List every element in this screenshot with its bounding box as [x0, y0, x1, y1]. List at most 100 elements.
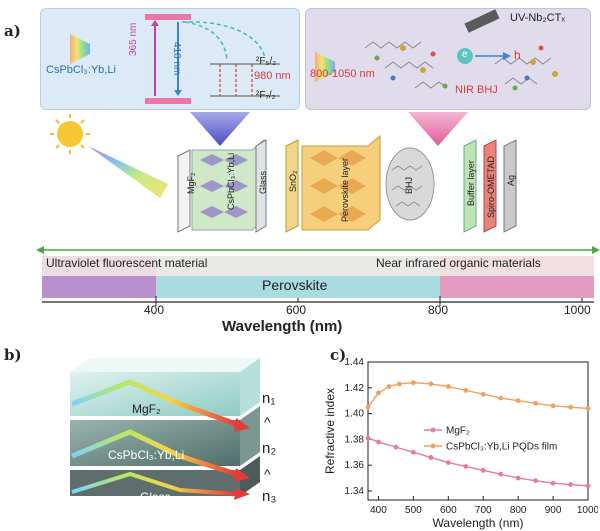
device-stack [50, 114, 517, 233]
sun-icon [50, 114, 90, 154]
plot-frame [367, 361, 589, 501]
legend-label: MgF₂ [446, 426, 470, 437]
bhj-inset [305, 8, 591, 110]
band-tick-600: 600 [286, 303, 307, 317]
comparator-1: ^ [264, 414, 271, 430]
layer-label-glass: Glass [258, 170, 268, 194]
index-n3: n₃ [262, 488, 277, 505]
nir-wedge [315, 52, 335, 82]
data-point [515, 398, 521, 404]
x-tick-label: 1000 [577, 505, 598, 516]
data-point [463, 387, 469, 393]
band-tick-800: 800 [428, 303, 449, 317]
layer-label-spiro: Spiro-OMETAD [486, 156, 496, 218]
bhj-diagram [315, 9, 558, 91]
index-n1: n₁ [262, 390, 276, 407]
x-tick-label: 700 [475, 505, 492, 516]
x-tick-label: 400 [370, 505, 387, 516]
layer-label-glass-b: Glass [140, 490, 171, 504]
light-beam [88, 146, 168, 198]
y-tick-label: 1.42 [345, 383, 365, 394]
data-point [568, 482, 573, 487]
nanosheet-icon [464, 9, 500, 33]
data-point [365, 404, 371, 410]
layer-refraction-diagram [70, 358, 260, 500]
focus-triangles [190, 112, 468, 146]
series-line-0 [367, 437, 589, 487]
x-axis-title: Wavelength (nm) [433, 516, 524, 530]
hole-label: h [514, 48, 521, 62]
layer-label-bhj: BHJ [404, 176, 414, 194]
legend-label: CsPbCl₃:Yb,Li PQDs film [446, 442, 557, 453]
data-point [568, 404, 573, 410]
upper-level-label: ²F₅/₂ [256, 56, 277, 67]
nir-emission-label: 980 nm [254, 70, 291, 82]
emission-wavelength: 410 nm [171, 42, 182, 76]
legend-marker [430, 443, 436, 449]
nanosheet-label: UV-Nb₂CTₓ [510, 12, 565, 24]
legend-marker [430, 427, 436, 433]
perovskite-band-label: Perovskite [262, 277, 328, 293]
data-point [445, 460, 451, 465]
data-point [533, 478, 539, 484]
data-point [480, 391, 486, 397]
data-point [480, 467, 486, 473]
data-point [376, 390, 381, 396]
data-point [410, 380, 416, 386]
x-tick-label: 800 [510, 505, 527, 516]
layer-label-cspbcl3: CsPbCl₃:Yb,Li [226, 152, 236, 210]
data-point [445, 384, 451, 389]
data-point [386, 384, 392, 389]
layer-label-ag: Ag [506, 174, 516, 186]
data-point [376, 439, 381, 445]
uv-band-label: Ultraviolet fluorescent material [46, 256, 208, 270]
y-axis-title: Refractive index [323, 388, 337, 474]
data-point [533, 400, 539, 406]
data-point [410, 449, 416, 455]
layer-label-sno2: SnO₂ [288, 170, 298, 192]
excitation-wedge [70, 34, 90, 64]
data-point [397, 381, 402, 387]
excitation-wavelength: 365 nm [128, 22, 139, 56]
band-axis-title: Wavelength (nm) [222, 318, 343, 335]
data-point [393, 444, 399, 450]
layer-label-cspbcl3-b: CsPbCl₃:Yb,Li [108, 448, 185, 462]
electron-label: e [462, 49, 468, 60]
data-point [498, 395, 504, 401]
luminescence-inset [40, 8, 300, 110]
data-point [515, 475, 521, 481]
comparator-2: ^ [264, 466, 271, 482]
bhj-label: NIR BHJ [455, 84, 498, 96]
layer-label-buffer: Buffer layer [466, 160, 476, 206]
y-tick-label: 1.34 [345, 486, 365, 497]
panel-a-label: a) [4, 22, 21, 40]
y-tick-label: 1.44 [345, 357, 365, 368]
band-tick-400: 400 [144, 303, 165, 317]
nir-range-label: 800-1050 nm [310, 68, 375, 80]
spectral-band [36, 246, 600, 306]
data-point [428, 381, 434, 387]
data-point [550, 403, 556, 409]
y-tick-label: 1.40 [345, 409, 365, 420]
layer-label-mgf2-b: MgF₂ [132, 402, 161, 416]
panel-b-label: b) [4, 346, 22, 364]
data-point [428, 455, 434, 460]
y-tick-label: 1.38 [345, 434, 365, 445]
y-tick-label: 1.36 [345, 460, 365, 471]
nir-band-label: Near infrared organic materials [376, 256, 541, 270]
luminescence-diagram [70, 14, 280, 104]
material-label: CsPbCl₃:Yb,Li [46, 64, 116, 76]
x-tick-label: 500 [405, 505, 422, 516]
index-n2: n₂ [262, 440, 277, 457]
data-point [585, 483, 591, 489]
data-point [498, 471, 504, 477]
data-point [585, 406, 591, 411]
data-point [365, 435, 371, 441]
layer-label-perovskite: Perovskite layer [340, 157, 350, 222]
lower-level-label: ²F₇/₂ [256, 90, 276, 101]
data-point [550, 480, 556, 486]
band-tick-1000: 1000 [564, 303, 591, 317]
layer-label-mgf2: MgF₂ [186, 172, 196, 195]
panel-c-label: c) [330, 346, 347, 364]
